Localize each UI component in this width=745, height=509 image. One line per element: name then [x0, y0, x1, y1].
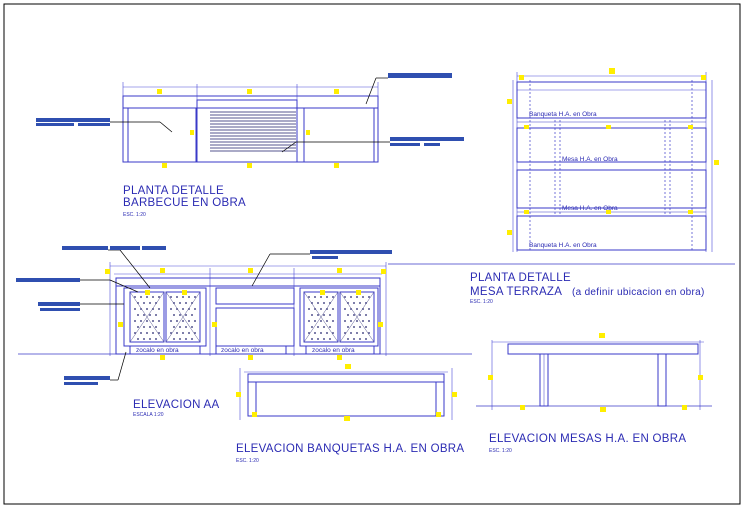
- bench-elevation-drawing: [239, 368, 453, 420]
- barbecue-subtitle: BARBECUE EN OBRA: [123, 197, 246, 209]
- barbecue-label-bars: [36, 73, 464, 146]
- bench-elevation-scale: ESC. 1:20: [236, 458, 259, 464]
- table-elevation-title: ELEVACION MESAS H.A. EN OBRA: [489, 433, 686, 445]
- elevation-aa-scale: ESCALA 1:20: [133, 412, 164, 418]
- terrace-note: (a definir ubicacion en obra): [572, 287, 705, 298]
- elevation-aa-diagonals: [129, 291, 375, 343]
- terrace-title: PLANTA DETALLE: [470, 272, 571, 284]
- terrace-scale: ESC. 1:20: [470, 299, 493, 305]
- terrace-plan-drawing: [512, 72, 713, 252]
- table-elevation-markers: [488, 333, 703, 412]
- terrace-markers: [507, 68, 719, 235]
- barbecue-title: PLANTA DETALLE: [123, 185, 224, 197]
- elevation-aa-label-bars: [16, 246, 392, 385]
- terrace-label-bench-1: Banqueta H.A. en Obra: [529, 111, 597, 118]
- barbecue-markers: [157, 89, 339, 168]
- zocalo-label-3: zocalo en obra: [312, 347, 355, 354]
- bench-elevation-title: ELEVACION BANQUETAS H.A. EN OBRA: [236, 443, 464, 455]
- elevation-aa-markers: [105, 268, 386, 360]
- barbecue-plan-drawing: [110, 77, 390, 163]
- zocalo-label-2: zocalo en obra: [221, 347, 264, 354]
- terrace-subtitle: MESA TERRAZA: [470, 286, 562, 298]
- zocalo-label-1: zocalo en obra: [136, 347, 179, 354]
- terrace-label-table-2: Mesa H.A. en Obra: [562, 205, 618, 212]
- elevation-aa-leaders: [80, 249, 310, 381]
- terrace-label-table-1: Mesa H.A. en Obra: [562, 156, 618, 163]
- terrace-label-bench-2: Banqueta H.A. en Obra: [529, 242, 597, 249]
- table-elevation-scale: ESC. 1:20: [489, 448, 512, 454]
- elevation-aa-title: ELEVACION AA: [133, 399, 220, 411]
- barbecue-scale: ESC. 1:20: [123, 212, 146, 218]
- bench-elevation-markers: [236, 364, 457, 421]
